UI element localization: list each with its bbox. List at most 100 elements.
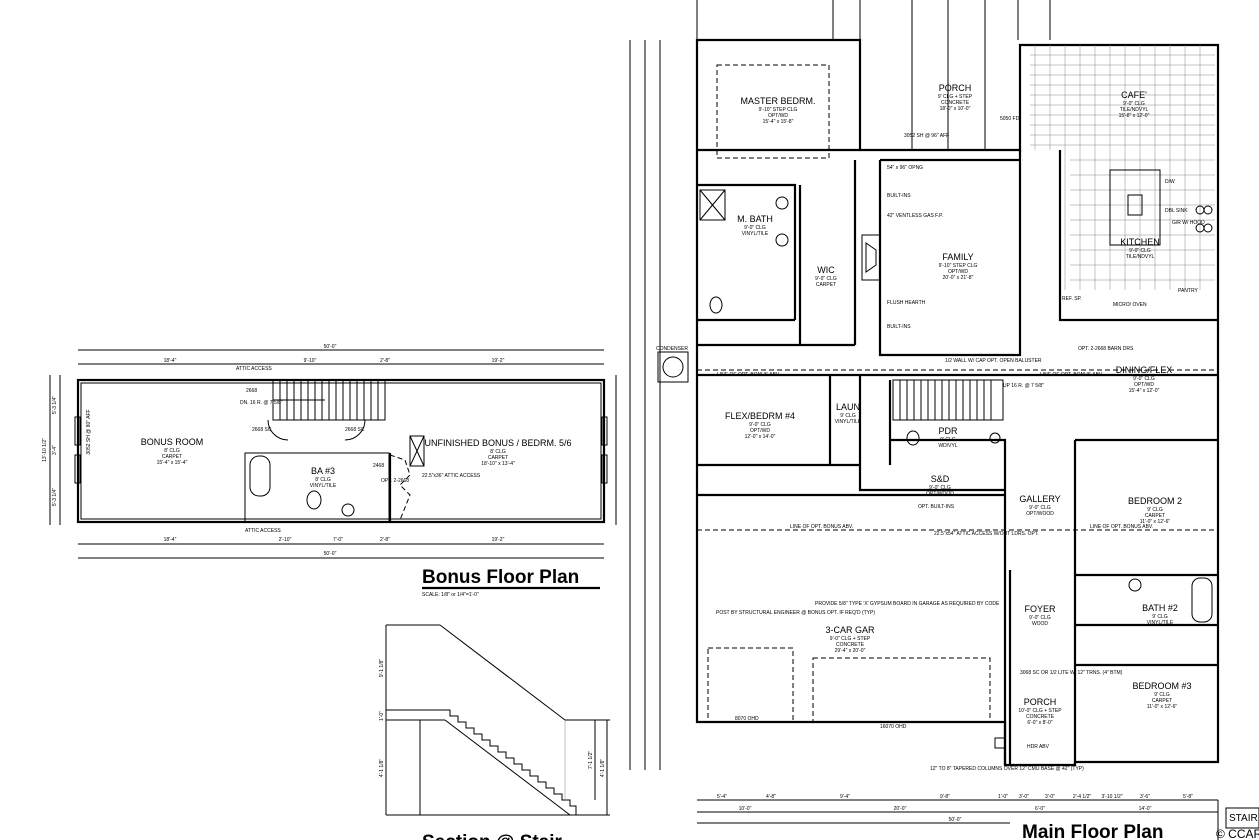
bathtub — [249, 455, 271, 497]
room-spec: CARPET — [816, 282, 836, 288]
room-name-kitchen: KITCHEN — [1120, 237, 1160, 247]
room-spec: OPT/WOOD — [926, 491, 954, 497]
room-name-family: FAMILY — [942, 252, 973, 262]
note: REF. SP. — [1062, 296, 1082, 302]
note: UP 16 R. @ 7 5/8" — [1003, 383, 1044, 389]
note: LINE OF OPT. BONUS ABV. — [790, 524, 853, 530]
room-spec: OPT/WOOD — [1026, 511, 1054, 517]
note: D/W — [1165, 179, 1175, 185]
dim: 2'-4 1/2" — [1073, 794, 1092, 800]
dim: 7'-0" — [333, 537, 343, 543]
room-spec: 8' CLG — [164, 448, 180, 454]
stair-tag-box — [1225, 807, 1259, 829]
room-name-bonus-room: BONUS ROOM — [141, 437, 204, 447]
room-spec: 20'-0" x 21'-8" — [943, 275, 974, 281]
room-name-foyer: FOYER — [1024, 604, 1056, 614]
kitchen-island — [1109, 169, 1161, 246]
copyright: © CCAR — [1216, 827, 1259, 840]
toilet — [306, 490, 322, 510]
room-spec: TILE/NDVYL — [1120, 107, 1149, 113]
room-name-bath-2: BATH #2 — [1142, 603, 1178, 613]
dim-total-top: 50'-0" — [324, 344, 337, 350]
dim: 19'-2" — [492, 358, 505, 364]
room-spec: 9'-0" CLG + STEP — [830, 636, 871, 642]
note: HDR ABV — [1027, 744, 1050, 750]
dim: 19'-2" — [492, 537, 505, 543]
main-stair — [892, 379, 1004, 421]
dim: 10'-0" — [739, 806, 752, 812]
room-spec: CARPET — [1152, 698, 1172, 704]
condenser-unit — [657, 351, 689, 383]
sink — [1128, 578, 1142, 592]
bonus-plan-title: Bonus Floor Plan — [422, 567, 579, 588]
note: DBL SINK — [1165, 208, 1188, 214]
garage-bay — [812, 657, 991, 723]
room-spec: 9'-0" CLG — [929, 485, 951, 491]
room-spec: OPT/WD — [750, 428, 770, 434]
note: 2668 SC — [345, 427, 365, 433]
door-swing — [344, 419, 366, 441]
room-name-cafe: CAFE' — [1121, 90, 1147, 100]
dim-total: 50'-0" — [949, 817, 962, 823]
note: LINE OF OPT. BONUS ABV. — [1040, 372, 1103, 378]
shower — [699, 189, 726, 221]
section-title: Section @ Stair — [422, 832, 563, 840]
fireplace — [861, 234, 881, 281]
room-spec: 9'-0" CLG — [1123, 101, 1145, 107]
note: ATTIC ACCESS — [236, 366, 272, 372]
room-spec: 11'-0" x 12'-6" — [1147, 704, 1178, 710]
toilet — [709, 296, 723, 314]
note: 22.5"x54" ATTIC ACCESS W/OUT LDRS. OPT. — [934, 531, 1039, 537]
note: 2668 — [246, 388, 257, 394]
scale-note: SCALE: 1/8" or 1/4"=1'-0" — [422, 592, 479, 598]
door-swing — [267, 419, 289, 441]
note: OPT. 2-2668 — [381, 478, 409, 484]
dim: 2'-8" — [380, 537, 390, 543]
room-spec: CARPET — [488, 455, 508, 461]
main-floor-plan: MASTER BEDRM. 9'-10" STEP CLG OPT/WD 15'… — [629, 0, 1259, 840]
room-spec: 6'-0" x 8'-0" — [1027, 720, 1052, 726]
room-spec: 9'-0" CLG — [1029, 505, 1051, 511]
note: OPT. 2-2668 BARN DRS — [1078, 346, 1134, 352]
room-spec: 18'-10" x 13'-4" — [481, 461, 515, 467]
room-spec: 9'-0" CLG — [749, 422, 771, 428]
room-spec: OPT/WD — [768, 113, 788, 119]
bonus-floor-plan: 50'-0" 18'-4" 9'-10" 2'-8" 19'-2" 18'-4"… — [42, 344, 617, 598]
room-spec: 9'-0" CLG — [815, 276, 837, 282]
room-spec: 15'-4" x 15'-8" — [763, 119, 794, 125]
dim: 18'-4" — [164, 358, 177, 364]
room-spec: WOOD — [1032, 621, 1048, 627]
room-spec: CARPET — [162, 454, 182, 460]
note: G/R W/ HOOD — [1172, 220, 1205, 226]
dim: 2'-10" — [279, 537, 292, 543]
dim: 5'-3 1/4" — [52, 488, 58, 507]
note: 2668 SC — [252, 427, 272, 433]
room-name-bedroom-3: BEDROOM #3 — [1132, 681, 1191, 691]
dim: 5'-4" — [717, 794, 727, 800]
dim: 18'-4" — [164, 537, 177, 543]
dim: 20'-0" — [894, 806, 907, 812]
dim: 1'-0" — [998, 794, 1008, 800]
room-spec: 9'-0" CLG — [744, 225, 766, 231]
dim: 6'-0" — [1035, 806, 1045, 812]
dim: 7'-1 1/2" — [588, 751, 594, 770]
main-plan-title: Main Floor Plan — [1022, 822, 1163, 840]
stair-section: 9'-1 1/8" 1'-0" 4'-1 1/8" 7'-1 1/2" 4'-1… — [379, 624, 610, 840]
room-name-flex-bedroom-4: FLEX/BEDRM #4 — [725, 411, 795, 421]
window-label: 3052 SH @ 96" AFF — [904, 133, 949, 139]
dim: 5'-8" — [1183, 794, 1193, 800]
room-name-garage: 3-CAR GAR — [825, 625, 875, 635]
column — [994, 737, 1006, 749]
note: LINE OF OPT. BONUS ABV. — [717, 372, 780, 378]
note: 5050 FD — [1000, 116, 1020, 122]
room-spec: OPT/WD — [1134, 382, 1154, 388]
sink — [341, 503, 355, 517]
window — [601, 416, 608, 446]
dim: 9'-10" — [304, 358, 317, 364]
room-name-wic: WIC — [817, 265, 835, 275]
stair-treads — [273, 380, 379, 420]
note: PROVIDE 5/8" TYPE 'X' GYPSUM BOARD IN GA… — [815, 601, 1000, 607]
sink — [775, 233, 789, 247]
dim: 3'-0" — [1019, 794, 1029, 800]
